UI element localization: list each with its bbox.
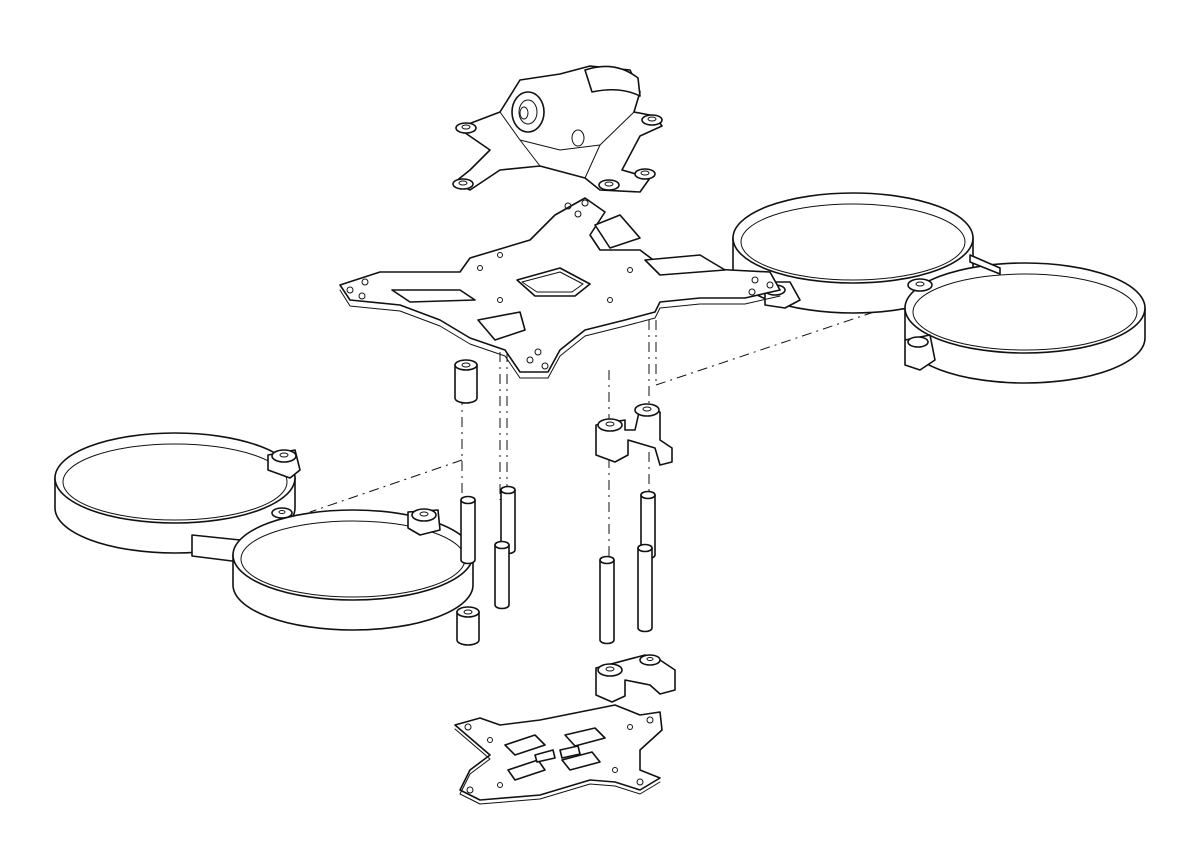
camera-bracket-lower [595,654,676,703]
standoff-column-left [454,359,516,646]
camera-canopy [452,65,663,193]
duct-ring-front-left [54,432,301,554]
top-frame-plate [339,197,781,379]
bottom-frame-plate [454,704,663,805]
camera-bracket-upper [595,403,673,466]
standoff-column-right [599,490,656,645]
duct-bridge-right [969,254,1001,275]
duct-ring-rear-right [904,262,1146,384]
duct-ring-rear-left [232,507,474,631]
assembly-guide-lines [309,309,881,560]
duct-ring-front-right [732,192,974,314]
